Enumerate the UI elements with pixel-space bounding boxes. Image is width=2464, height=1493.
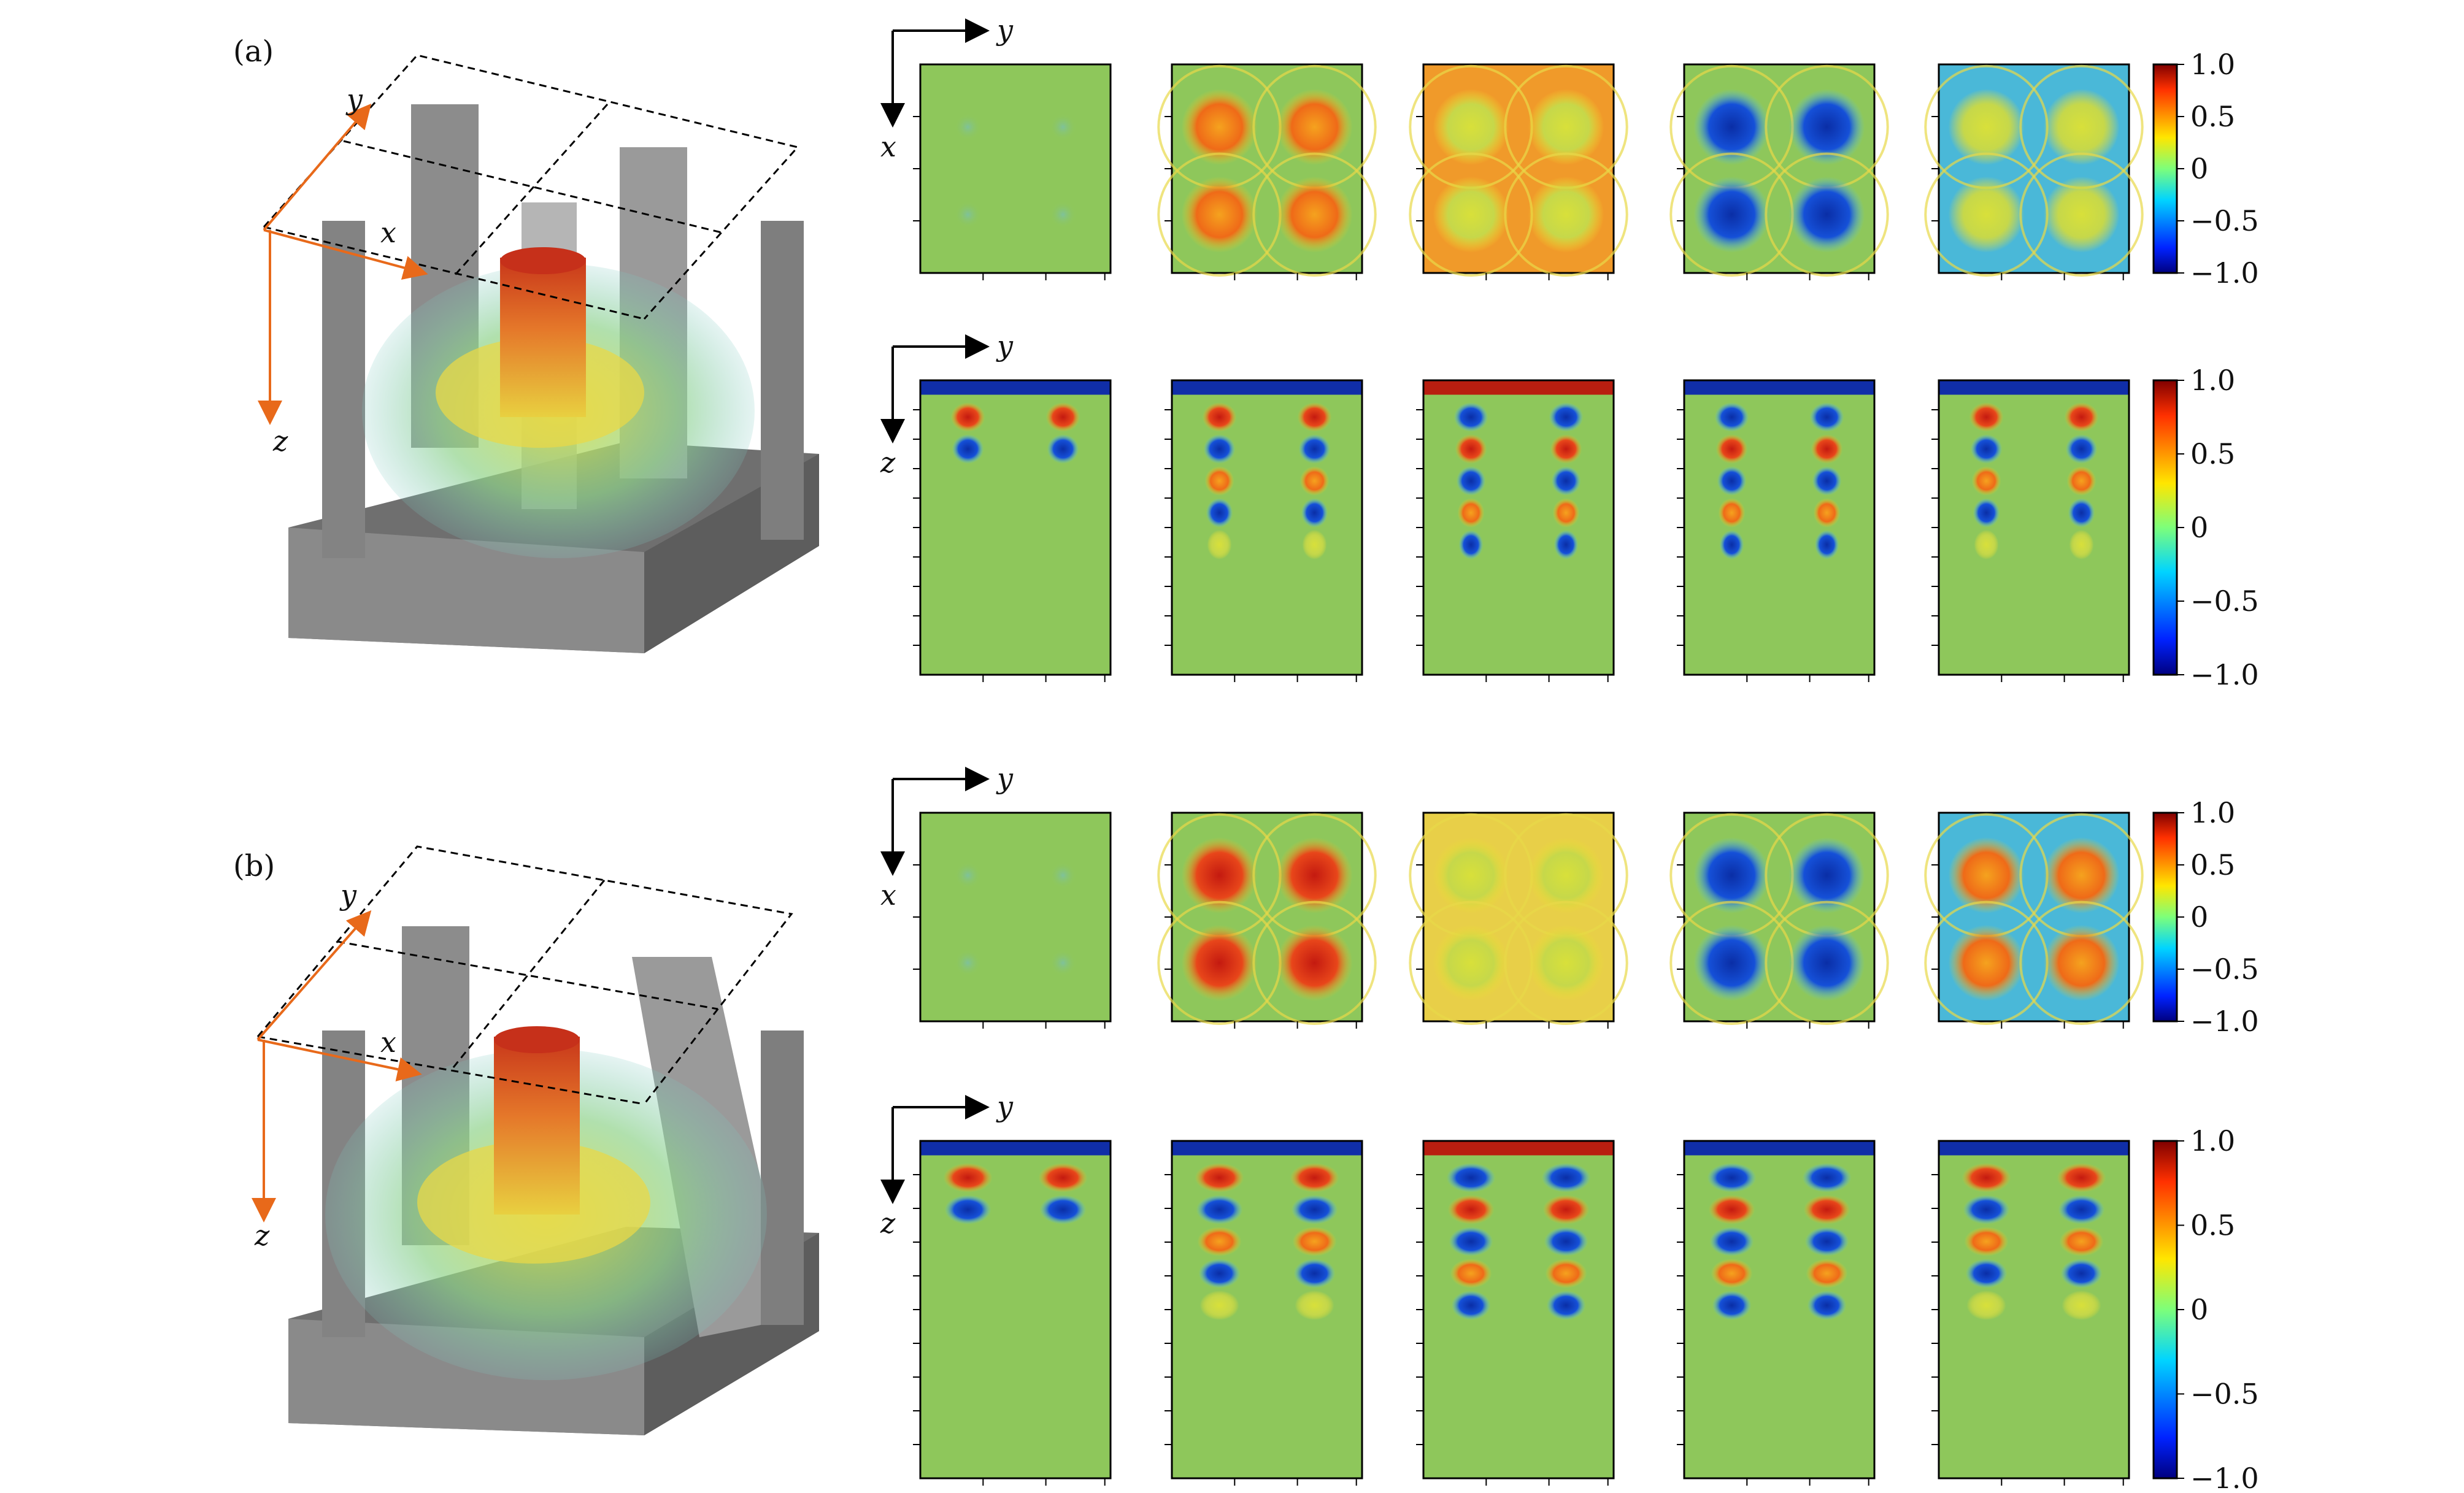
colorbar-tick-label: 0	[2190, 152, 2208, 185]
panel-label-b: (b)	[233, 849, 275, 883]
axis-arrows-a-xy: yx	[880, 13, 1014, 163]
structure-3d-b: y x z	[252, 845, 819, 1435]
colorbar-a-yz: 1.0 0.5 0 −0.5 −1.0	[2152, 364, 2259, 691]
colorbar-a-xy: 1.0 0.5 0 −0.5 −1.0	[2152, 48, 2259, 290]
map-a-xy-4	[1669, 63, 1889, 280]
map-b-xy-5	[1924, 812, 2144, 1029]
colorbar-b-xy: 1.0 0.5 0 −0.5 −1.0	[2152, 796, 2259, 1038]
colorbar-tick-label: −1.0	[2190, 1462, 2259, 1493]
axis-arrows-b-yz: yz	[880, 1090, 1014, 1240]
axis-z-label: z	[880, 1207, 896, 1240]
map-b-xy-3	[1409, 812, 1628, 1029]
colorbar-b-yz: 1.0 0.5 0 −0.5 −1.0	[2152, 1124, 2259, 1493]
colorbar-tick-label: 1.0	[2190, 1124, 2235, 1157]
colorbar-tick-label: −0.5	[2190, 1378, 2259, 1411]
axis-y-label: y	[339, 878, 357, 912]
axis-y-label: y	[345, 83, 363, 116]
map-a-xy-5	[1924, 63, 2144, 280]
colorbar-tick-label: −0.5	[2190, 204, 2259, 237]
colorbar-tick-label: 0	[2190, 1293, 2208, 1326]
axis-y-label: y	[996, 329, 1014, 363]
field-maps: yx1.00.50−0.5−1.0yz1.00.50−0.5−1.0yx1.00…	[880, 13, 2259, 1493]
map-a-yz-4	[1677, 379, 1876, 682]
axis-z-label: z	[254, 1219, 270, 1252]
axis-z-label: z	[880, 446, 896, 479]
structure-3d-a: y x z	[258, 54, 819, 653]
map-b-yz-3	[1416, 1140, 1615, 1486]
map-a-xy-3	[1409, 63, 1628, 280]
colorbar-tick-label: 1.0	[2190, 796, 2235, 829]
colorbar-tick-label: −1.0	[2190, 1005, 2259, 1038]
axis-x-label: x	[880, 130, 896, 163]
map-a-yz-1	[913, 379, 1112, 682]
map-b-yz-5	[1931, 1140, 2130, 1486]
colorbar-tick-label: 1.0	[2190, 364, 2235, 397]
axis-arrows-a-yz: yz	[880, 329, 1014, 479]
map-b-xy-2	[1157, 812, 1377, 1029]
map-a-yz-3	[1416, 379, 1615, 682]
axis-x-label: x	[380, 1026, 396, 1059]
panel-label-a: (a)	[233, 34, 274, 69]
map-a-yz-5	[1931, 379, 2130, 682]
colorbar-tick-label: 0.5	[2190, 437, 2235, 470]
colorbar-tick-label: 1.0	[2190, 48, 2235, 81]
colorbar-tick-label: 0.5	[2190, 1209, 2235, 1242]
map-b-xy-1	[913, 812, 1112, 1029]
colorbar-tick-label: −0.5	[2190, 953, 2259, 986]
axis-y-label: y	[996, 1090, 1014, 1123]
map-b-yz-4	[1677, 1140, 1876, 1486]
axis-y-label: y	[996, 762, 1014, 795]
map-a-xy-2	[1157, 63, 1377, 280]
map-b-xy-4	[1669, 812, 1889, 1029]
colorbar-tick-label: −1.0	[2190, 256, 2259, 290]
colorbar-tick-label: −1.0	[2190, 658, 2259, 691]
map-a-xy-1	[913, 63, 1112, 280]
axis-arrows-b-xy: yx	[880, 762, 1014, 912]
axis-x-label: x	[880, 878, 896, 912]
axis-x-label: x	[380, 216, 396, 249]
colorbar-tick-label: −0.5	[2190, 585, 2259, 618]
axis-y-label: y	[996, 13, 1014, 47]
axis-z-label: z	[272, 424, 288, 458]
map-a-yz-2	[1165, 379, 1363, 682]
colorbar-tick-label: 0	[2190, 900, 2208, 934]
map-b-yz-1	[913, 1140, 1112, 1486]
colorbar-tick-label: 0.5	[2190, 100, 2235, 133]
map-b-yz-2	[1165, 1140, 1363, 1486]
colorbar-tick-label: 0.5	[2190, 848, 2235, 881]
colorbar-tick-label: 0	[2190, 511, 2208, 544]
